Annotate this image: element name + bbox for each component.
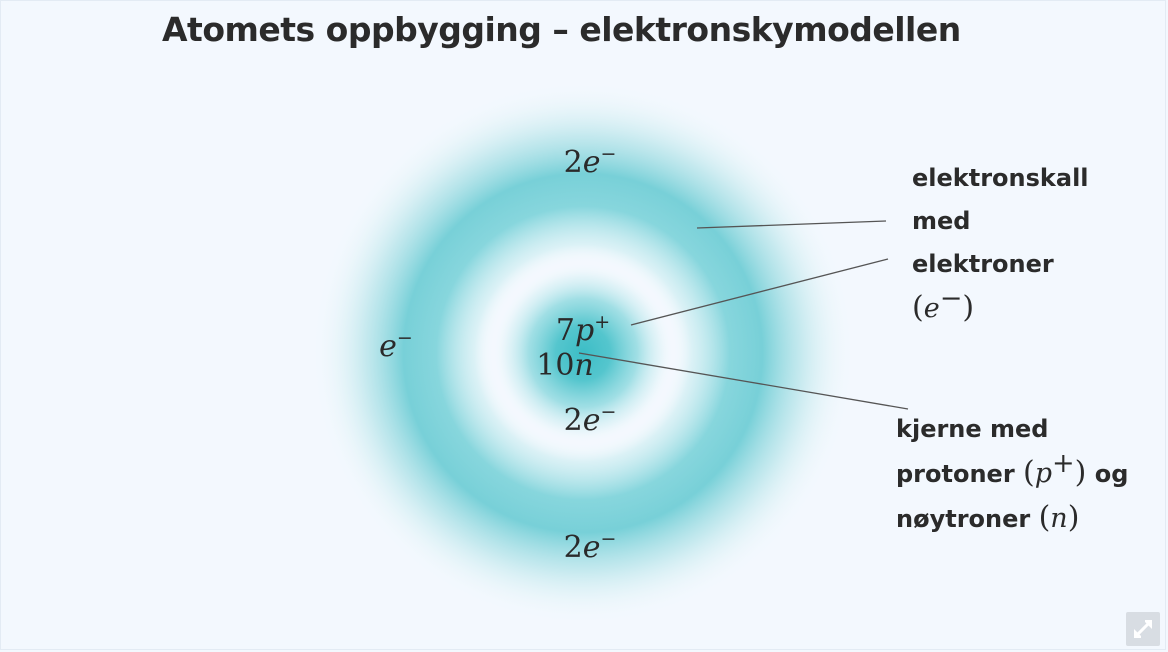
shell-label-line-3: elektroner — [912, 250, 1054, 278]
shell-label-line-1: elektronskall — [912, 164, 1089, 192]
shell-leader-line-2 — [630, 258, 889, 326]
nucleus-label-line-1: kjerne med — [896, 415, 1049, 443]
electron-cloud — [311, 81, 855, 625]
shell-label-line-4: (e−) — [912, 283, 975, 325]
proton-count-label: 7p+ — [556, 311, 610, 348]
neutron-count-label: 10n — [536, 348, 594, 383]
shell-label: elektronskall med elektroner (e−) — [912, 157, 1089, 331]
shell-leader-line-1 — [696, 220, 887, 229]
expand-button[interactable] — [1126, 612, 1160, 646]
page-title: Atomets oppbygging – elektronskymodellen — [162, 10, 961, 49]
nucleus-label-line-2: protoner (p+) og — [896, 448, 1129, 490]
shell-label-line-2: med — [912, 207, 971, 235]
expand-arrows-icon — [1134, 620, 1152, 638]
outer-left-electron-label: e− — [379, 327, 413, 364]
outer-bottom-electrons-label: 2e− — [564, 528, 617, 565]
outer-top-electrons-label: 2e− — [564, 143, 617, 180]
nucleus-label-line-3: nøytroner (n) — [896, 500, 1080, 535]
nucleus-leader-line — [578, 352, 909, 410]
nucleus-label: kjerne med protoner (p+) og nøytroner (n… — [896, 408, 1128, 541]
inner-electrons-label: 2e− — [564, 401, 617, 438]
